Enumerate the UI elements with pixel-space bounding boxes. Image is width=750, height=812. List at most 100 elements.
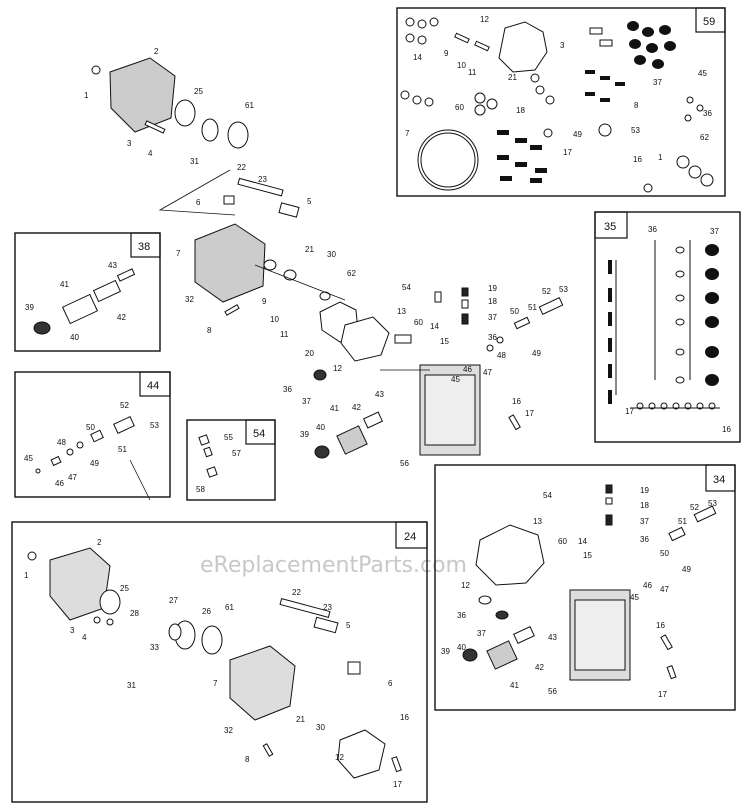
kit-35-box[interactable]: 35 36 37 17 16: [594, 211, 741, 443]
kit-34-label: 37: [640, 517, 649, 526]
kit-34-box[interactable]: 34 19 54 18 13 37 60 14 15 36 52 53 5: [434, 464, 736, 711]
kit-35-orings: [636, 246, 716, 410]
kit-35-label: 16: [722, 425, 731, 434]
part-label: 2: [154, 47, 159, 56]
kit-59-label: 7: [405, 129, 410, 138]
kit-35-label: 37: [710, 227, 719, 236]
kit-38-label: 39: [25, 303, 34, 312]
part-label: 20: [305, 349, 314, 358]
kit-34-label: 46: [643, 581, 652, 590]
part-label: 37: [488, 313, 497, 322]
part-label: 16: [512, 397, 521, 406]
kit-24-label: 23: [323, 603, 332, 612]
kit-24-label: 32: [224, 726, 233, 735]
kit-44-number: 44: [147, 380, 159, 392]
kit-38-box[interactable]: 38 43 41 42 39 40: [14, 232, 161, 352]
kit-44-label: 47: [68, 473, 77, 482]
part-label: 54: [402, 283, 411, 292]
kit-34-label: 45: [630, 593, 639, 602]
main-leader-lines: [129, 169, 430, 501]
kit-38-label: 40: [70, 333, 79, 342]
kit-59-label: 12: [480, 15, 489, 24]
kit-59-label: 17: [563, 148, 572, 157]
kit-34-label: 18: [640, 501, 649, 510]
part-label: 50: [510, 307, 519, 316]
kit-24-label: 31: [127, 681, 136, 690]
kit-44-label: 50: [86, 423, 95, 432]
kit-34-label: 40: [457, 643, 466, 652]
kit-59-box[interactable]: 59 14 12 9: [396, 7, 726, 197]
kit-34-label: 14: [578, 537, 587, 546]
kit-59-label: 45: [698, 69, 707, 78]
part-label: 5: [307, 197, 312, 206]
kit-38-parts: [33, 268, 136, 335]
part-label: 52: [542, 287, 551, 296]
kit-44-label: 53: [150, 421, 159, 430]
kit-44-label: 48: [57, 438, 66, 447]
kit-59-label: 37: [653, 78, 662, 87]
part-label: 47: [483, 368, 492, 377]
kit-24-label: 61: [225, 603, 234, 612]
part-label: 60: [414, 318, 423, 327]
kit-24-label: 21: [296, 715, 305, 724]
kit-34-label: 37: [477, 629, 486, 638]
kit-24-label: 2: [97, 538, 102, 547]
kit-24-label: 33: [150, 643, 159, 652]
kit-59-dark-parts: [497, 21, 676, 183]
kit-59-label: 49: [573, 130, 582, 139]
kit-24-label: 27: [169, 596, 178, 605]
part-label: 39: [300, 430, 309, 439]
kit-34-label: 47: [660, 585, 669, 594]
part-label: 8: [207, 326, 212, 335]
kit-54-box[interactable]: 54 55 57 58: [186, 419, 276, 501]
part-label: 46: [463, 365, 472, 374]
kit-54-label: 58: [196, 485, 205, 494]
kit-59-label: 62: [700, 133, 709, 142]
kit-24-label: 5: [346, 621, 351, 630]
kit-38-label: 41: [60, 280, 69, 289]
kit-38-label: 42: [117, 313, 126, 322]
part-label: 23: [258, 175, 267, 184]
part-label: 12: [333, 364, 342, 373]
part-label: 43: [375, 390, 384, 399]
part-label: 62: [347, 269, 356, 278]
part-label: 31: [190, 157, 199, 166]
kit-24-parts: [27, 547, 402, 779]
kit-24-label: 26: [202, 607, 211, 616]
kit-38-number: 38: [138, 241, 150, 253]
kit-24-label: 7: [213, 679, 218, 688]
kit-34-label: 36: [457, 611, 466, 620]
kit-59-label: 36: [703, 109, 712, 118]
kit-24-label: 1: [24, 571, 29, 580]
part-label: 17: [525, 409, 534, 418]
part-label: 25: [194, 87, 203, 96]
kit-59-parts: [400, 17, 714, 193]
part-label: 1: [84, 91, 89, 100]
kit-24-box[interactable]: 24 2 1 25 27 22 23 28 26 61 5 3 4 33: [11, 521, 428, 803]
part-label: 7: [176, 249, 181, 258]
kit-44-label: 45: [24, 454, 33, 463]
kit-34-label: 49: [682, 565, 691, 574]
kit-59-label: 11: [468, 68, 477, 77]
kit-24-label: 12: [335, 753, 344, 762]
kit-34-label: 19: [640, 486, 649, 495]
kit-44-box[interactable]: 44 52 53 50 51 48 49 45 46 47: [14, 371, 171, 498]
kit-34-label: 36: [640, 535, 649, 544]
kit-59-label: 8: [634, 101, 639, 110]
kit-59-label: 9: [444, 49, 449, 58]
kit-44-label: 49: [90, 459, 99, 468]
kit-59-label: 1: [658, 153, 663, 162]
kit-59-label: 18: [516, 106, 525, 115]
kit-54-label: 57: [232, 449, 241, 458]
kit-24-label: 17: [393, 780, 402, 789]
kit-24-label: 6: [388, 679, 393, 688]
part-label: 56: [400, 459, 409, 468]
kit-34-label: 50: [660, 549, 669, 558]
kit-34-label: 56: [548, 687, 557, 696]
kit-34-label: 60: [558, 537, 567, 546]
kit-34-label: 53: [708, 499, 717, 508]
kit-34-label: 12: [461, 581, 470, 590]
kit-24-label: 16: [400, 713, 409, 722]
part-label: 13: [397, 307, 406, 316]
